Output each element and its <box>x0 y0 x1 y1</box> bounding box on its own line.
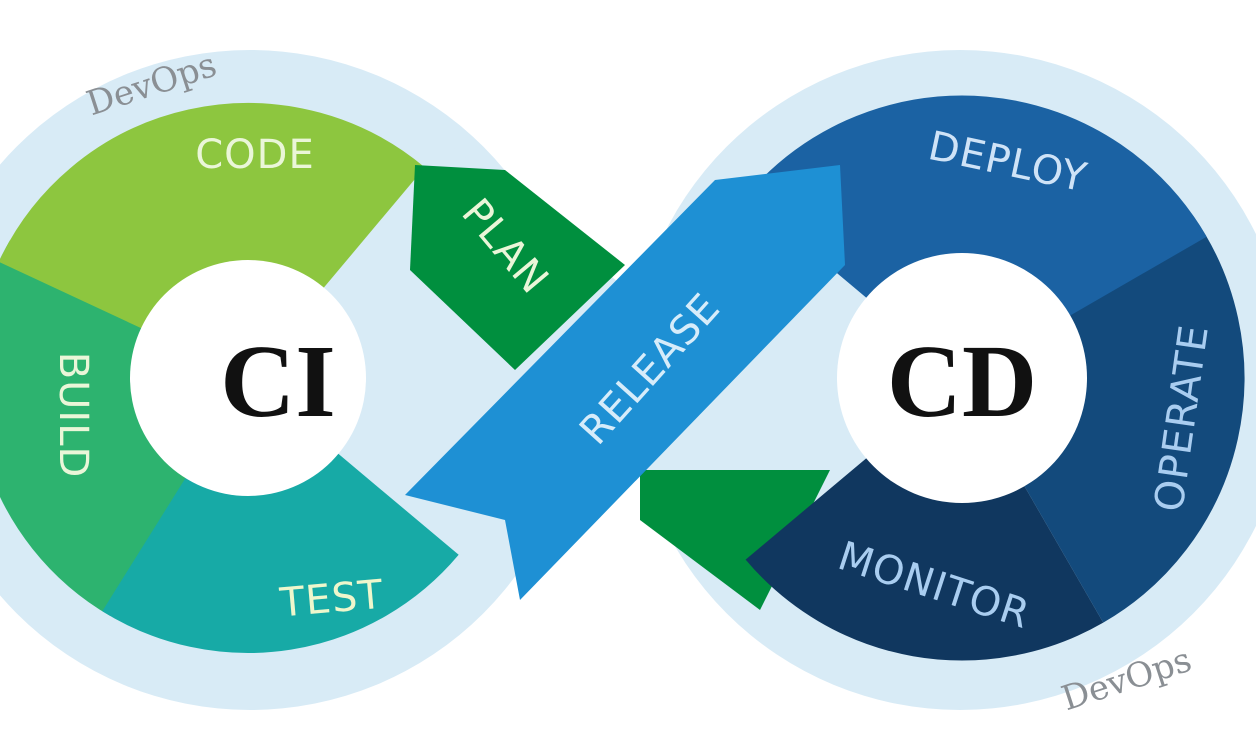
segment-deploy <box>745 95 1207 322</box>
cd-label: CD <box>887 324 1037 439</box>
cd-center <box>837 253 1087 503</box>
segment-build <box>0 240 193 617</box>
segment-test <box>102 450 459 653</box>
ci-center <box>130 260 366 496</box>
segment-monitor <box>745 451 1104 661</box>
crossing-band-lower <box>640 470 830 610</box>
segment-code <box>0 103 425 332</box>
segment-plan <box>410 165 625 370</box>
label-build: BUILD <box>50 352 96 479</box>
ci-label: CI <box>220 324 336 439</box>
label-test: TEST <box>277 572 385 627</box>
segment-operate <box>1018 216 1245 623</box>
segment-release <box>405 165 845 600</box>
label-code: CODE <box>195 132 315 178</box>
